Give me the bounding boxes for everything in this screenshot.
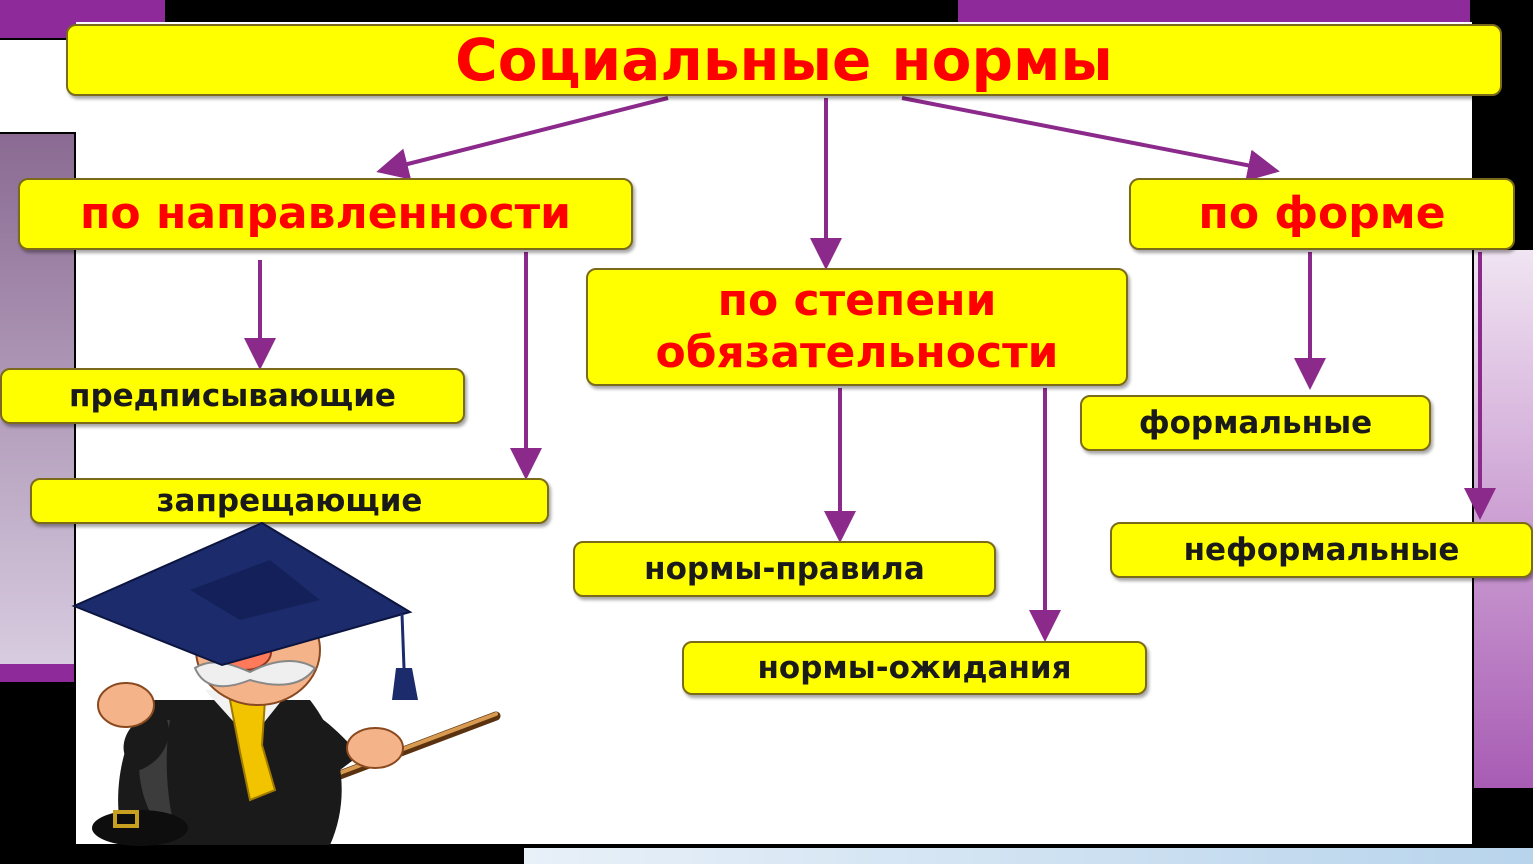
category-direction-label: по направленности <box>80 188 571 239</box>
category-obligation-label-line1: по степени <box>717 275 997 326</box>
arrow-title-to-direction <box>376 96 669 180</box>
item-prohibiting-box: запрещающие <box>30 478 549 524</box>
item-formal-box: формальные <box>1080 395 1431 451</box>
diagram-title: Социальные нормы <box>455 26 1113 94</box>
item-norms-rules-label: нормы-правила <box>644 551 925 587</box>
item-prohibiting-label: запрещающие <box>156 483 423 519</box>
diagram-title-box: Социальные нормы <box>66 24 1502 96</box>
item-norms-expectations-box: нормы-ожидания <box>682 641 1147 695</box>
category-obligation-label-line2: обязательности <box>655 327 1059 378</box>
background-strip-left-accent <box>0 664 74 682</box>
category-form-box: по форме <box>1129 178 1515 250</box>
item-norms-rules-box: нормы-правила <box>573 541 996 597</box>
item-informal-box: неформальные <box>1110 522 1533 578</box>
item-formal-label: формальные <box>1138 405 1373 441</box>
category-form-label: по форме <box>1198 188 1446 239</box>
item-prescribing-label: предписывающие <box>69 378 396 414</box>
category-direction-box: по направленности <box>18 178 633 250</box>
background-bottom-right <box>524 848 1533 864</box>
background-bar-top-right <box>958 0 1470 22</box>
item-prescribing-box: предписывающие <box>0 368 465 424</box>
category-obligation-box: по степени обязательности <box>586 268 1128 386</box>
item-norms-expectations-label: нормы-ожидания <box>757 650 1072 686</box>
item-informal-label: неформальные <box>1183 532 1460 568</box>
arrow-title-to-form <box>901 96 1280 182</box>
